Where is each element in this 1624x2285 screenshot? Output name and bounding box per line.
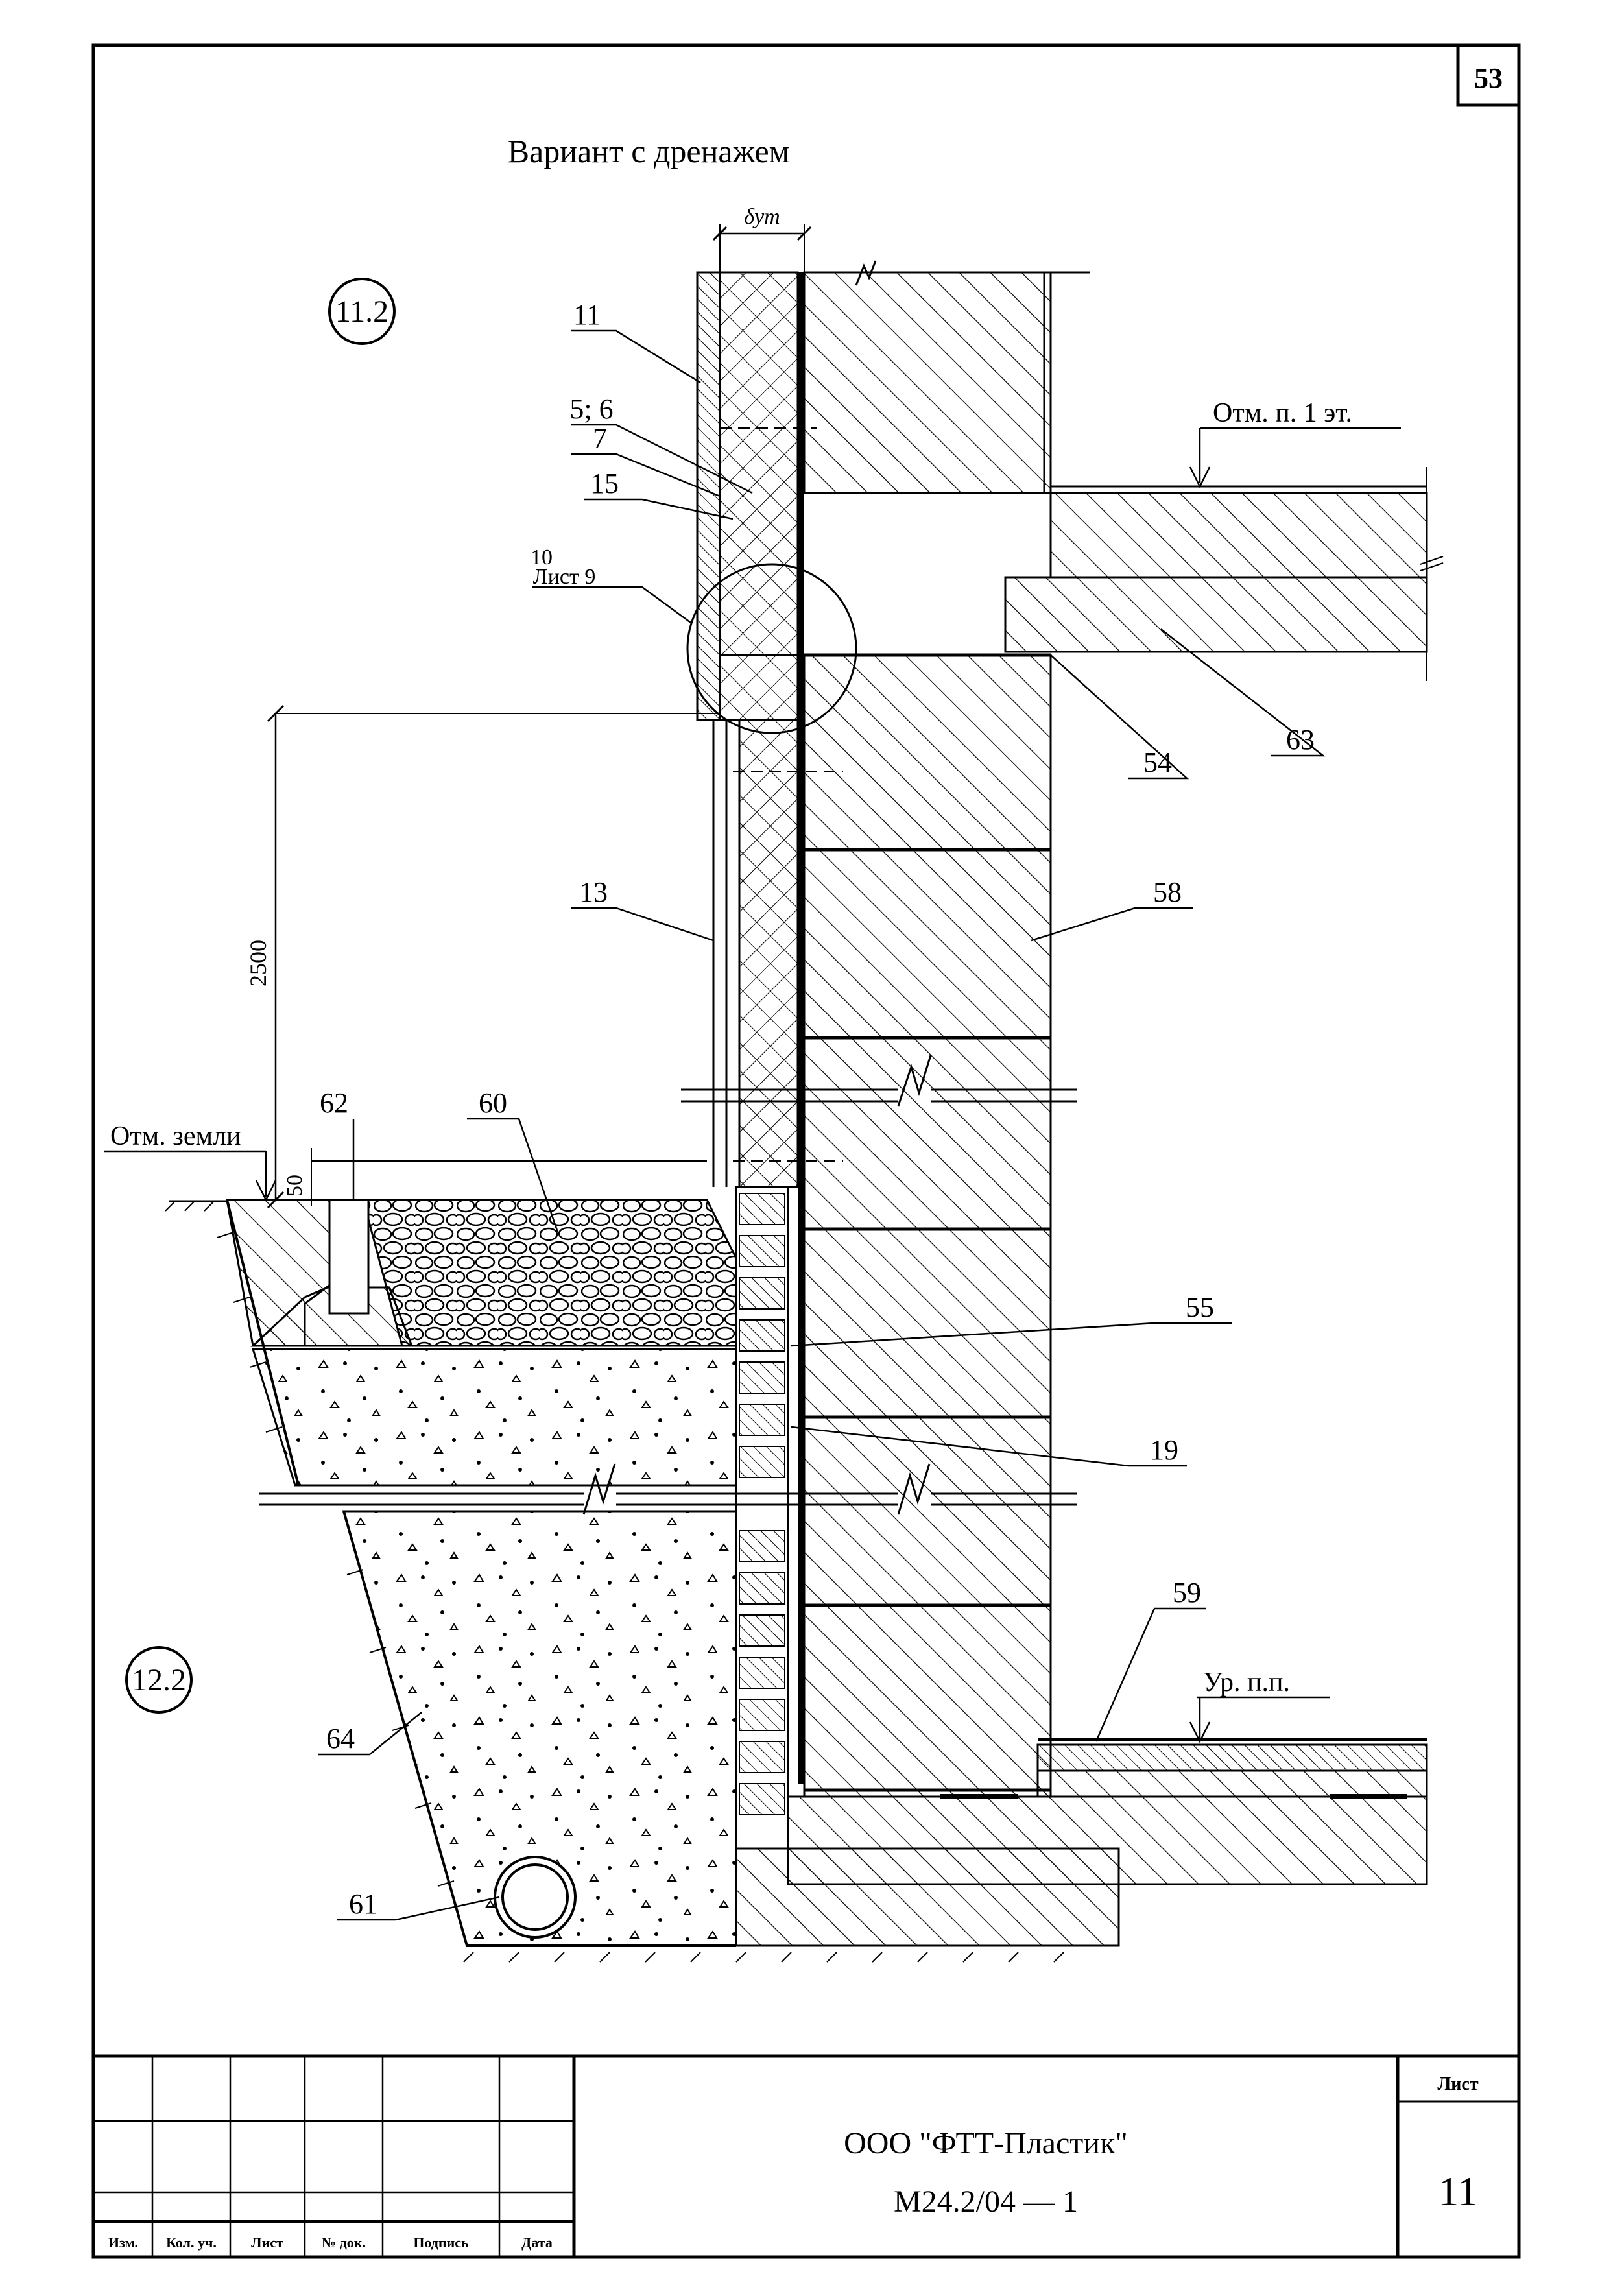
detail-callout-lower-label: 12.2 [132,1663,186,1697]
blind-area [226,1199,414,1347]
tb-col-count: Кол. уч. [166,2234,217,2251]
label-59: 59 [1173,1577,1201,1609]
label-11: 11 [573,299,601,331]
leaders [318,329,1326,1921]
label-58: 58 [1153,876,1182,908]
label-54: 54 [1143,747,1172,778]
render-layer [696,271,741,1187]
dimension-offset: 50 [283,1175,307,1197]
break-line-upper [681,1055,1077,1107]
insulation-thickness-label: δут [744,205,780,229]
tb-sheet-label: Лист [1437,2074,1478,2094]
label-63: 63 [1286,724,1315,756]
label-list-9: Лист 9 [533,565,596,589]
tb-company: ООО "ФТТ-Пластик" [844,2126,1128,2160]
level-ground-label: Отм. земли [110,1121,241,1151]
label-5-6: 5; 6 [569,393,613,425]
dimension-height: 2500 [245,940,271,987]
label-60: 60 [479,1087,507,1119]
gravel-layer [362,1199,737,1347]
masonry-wall [803,260,1090,1798]
insulation-layer [719,271,843,1784]
drawing-title: Вариант с дренажем [508,133,790,169]
foundation [735,1738,1428,1947]
drain-pipe [494,1856,577,1939]
label-7: 7 [593,422,607,454]
dimension-50: 50 [283,1148,707,1206]
detail-callout-upper-label: 11.2 [335,294,388,329]
dimension-2500: 2500 [245,704,720,1209]
sheet-corner-number: 53 [1474,62,1503,94]
title-block [93,2054,1519,2257]
floor-slab [1004,467,1444,681]
sheet-frame [91,43,1521,2259]
label-13: 13 [579,876,608,908]
detail-callout-lower [125,1646,193,1714]
level-floor-label: Ур. п.п. [1203,1668,1290,1697]
tb-col-date: Дата [521,2234,553,2251]
backfill [251,1348,737,1947]
label-61: 61 [349,1888,377,1920]
tb-col-signature: Подпись [413,2234,469,2251]
label-64: 64 [326,1723,355,1754]
detail-callout-upper [328,278,396,345]
sheet-number-box [1456,43,1521,107]
level-first-floor-label: Отм. п. 1 эт. [1213,398,1352,428]
tb-col-doc: № док. [322,2234,366,2251]
detail-circle-10 [686,563,857,734]
level-ground: Отм. земли [104,1121,277,1202]
drain-membrane [735,1186,789,1850]
label-15: 15 [590,468,619,499]
trench-outline [226,1199,736,1947]
level-floor: Ур. п.п. [1189,1668,1330,1743]
tb-col-change: Изм. [108,2234,138,2251]
level-first-floor: Отм. п. 1 эт. [1189,398,1401,488]
label-55: 55 [1186,1291,1214,1323]
tb-sheet-number: 11 [1438,2168,1478,2214]
tb-doc-code: М24.2/04 — 1 [894,2184,1078,2219]
tb-col-sheet: Лист [251,2234,283,2251]
label-19: 19 [1150,1434,1178,1466]
label-10: 10 [531,545,553,569]
label-62: 62 [320,1087,348,1119]
break-line-lower [259,1463,1077,1515]
